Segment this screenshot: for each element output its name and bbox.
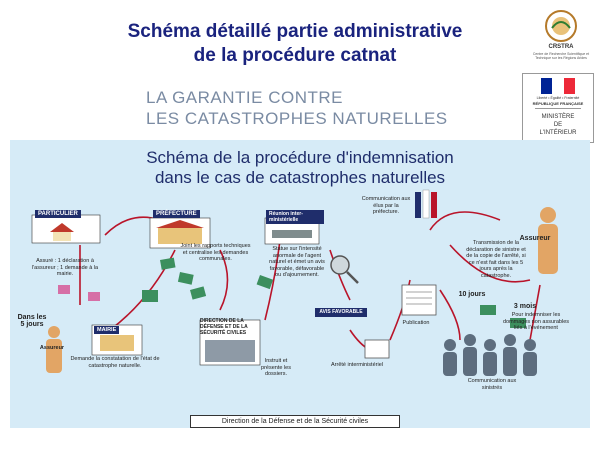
ministry-logo: Liberté • Égalité • Fraternité RÉPUBLIQU… — [522, 73, 594, 143]
sinistres-crowd-icon — [443, 334, 537, 376]
magnifier-icon — [330, 255, 359, 284]
crstra-name: CRSTRA — [548, 44, 574, 50]
dix-jours-label: 10 jours — [458, 291, 486, 298]
document-folders-icon — [142, 257, 274, 302]
ministry-republic: RÉPUBLIQUE FRANÇAISE — [532, 101, 584, 106]
ministry-name: MINISTÈRE DE L'INTÉRIEUR — [525, 113, 591, 137]
ministry-name-line3: L'INTÉRIEUR — [539, 130, 577, 136]
arrow-prefecture-direction — [219, 249, 229, 311]
communication-sinistres-text: Communication aux sinistrés — [467, 378, 517, 391]
ministry-divider — [535, 108, 581, 109]
reunion-label: Réunion inter-ministérielle — [266, 210, 324, 224]
statue-text: Statue sur l'intensité anormale de l'age… — [269, 246, 325, 278]
journal-officiel-icon — [401, 284, 437, 316]
diagram-title-line2: dans le cas de catastrophes naturelles — [154, 168, 446, 187]
avis-favorable-text: AVIS FAVORABLE — [319, 309, 363, 315]
particulier-house-icon — [31, 214, 101, 244]
prefecture-label: PRÉFECTURE — [153, 210, 200, 218]
crstra-logo: CRSTRA Centre de Recherche Scientifique … — [530, 6, 592, 68]
direction-text: Instruit et présente les dossiers. — [261, 358, 291, 377]
banner-line1: LA GARANTIE CONTRE — [146, 88, 343, 107]
direction-building-icon — [199, 319, 261, 366]
arrow-to-assureur — [449, 244, 531, 283]
assureur-person-icon — [538, 207, 558, 274]
prefecture-text: Joint les rapports techniques et central… — [180, 243, 251, 262]
banner: LA GARANTIE CONTRE LES CATASTROPHES NATU… — [8, 78, 518, 140]
arrow-reunion-avis — [329, 249, 351, 301]
slide-title: Schéma détaillé partie administrative de… — [60, 20, 530, 68]
mairie-text: Demande la constatation de l'état de cat… — [70, 356, 160, 369]
assure-text: Assuré : 1 déclaration à l'assureur ; 1 … — [31, 258, 99, 277]
money-icon — [480, 305, 526, 328]
slide-title-line2: de la procédure catnat — [193, 45, 397, 66]
diagram-artwork — [31, 189, 558, 376]
ministry-name-line2: DE — [553, 122, 563, 128]
ministry-name-line1: MINISTÈRE — [541, 114, 575, 120]
french-flag-icon — [541, 78, 575, 94]
footer-caption: Direction de la Défense et de la Sécurit… — [190, 415, 400, 428]
assureur-left-person-icon — [46, 326, 62, 373]
elus-flags-icon — [415, 189, 437, 219]
assureur-left-label: Assureur — [39, 345, 65, 351]
arrete-text: Arrêté interministériel — [331, 362, 383, 368]
communication-elus-text: Communication aux élus par la préfecture… — [361, 196, 411, 215]
particulier-label: PARTICULIER — [35, 210, 81, 218]
arrow-direction-reunion — [264, 239, 281, 321]
assureur-top-label: Assureur — [519, 235, 551, 242]
arrete-document-icon — [364, 339, 390, 359]
mairie-label: MAIRIE — [94, 326, 120, 334]
procedure-diagram: PARTICULIER PRÉFECTURE Réunion inter-min… — [10, 140, 590, 428]
diagram-title-line1: Schéma de la procédure d'indemnisation — [146, 148, 454, 167]
direction-label: DIRECTION DE LA DÉFENSE ET DE LA SÉCURIT… — [200, 318, 248, 336]
arrow-elus-transmission — [429, 211, 501, 231]
crstra-emblem-icon — [545, 10, 577, 42]
crstra-description: Centre de Recherche Scientifique et Tech… — [532, 52, 590, 60]
arrow-assureur-sinistres — [529, 284, 541, 341]
ministry-motto: Liberté • Égalité • Fraternité — [536, 96, 580, 100]
diagram-title: Schéma de la procédure d'indemnisation d… — [14, 148, 586, 188]
trois-mois-label: 3 mois — [513, 303, 537, 310]
banner-line2: LES CATASTROPHES NATURELLES — [146, 109, 448, 128]
avis-favorable-banner — [315, 308, 367, 317]
trois-mois-text: Pour indemniser les dommages non assurab… — [502, 312, 570, 331]
transmission-text: Transmission de la déclaration de sinist… — [466, 240, 526, 279]
dans-les-5-jours: Dans les 5 jours — [17, 314, 47, 328]
prefecture-building-icon — [149, 217, 211, 249]
slide-title-line1: Schéma détaillé partie administrative — [127, 21, 463, 42]
arrow-publication-sinistres — [439, 289, 461, 341]
publication-text: Publication — [402, 320, 430, 326]
declaration-forms-icon — [58, 285, 100, 301]
